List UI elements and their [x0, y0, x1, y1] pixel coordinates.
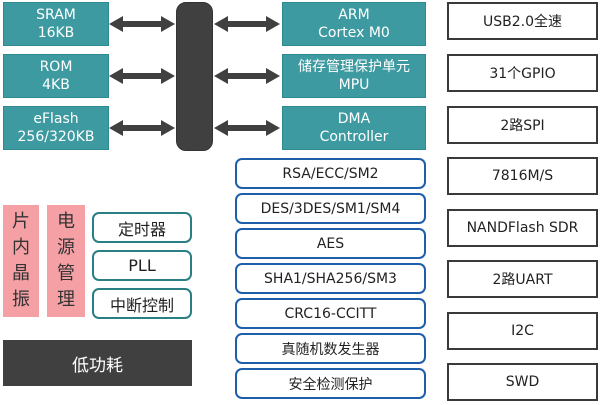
security-crc16: CRC16-CCITT — [235, 298, 426, 329]
peripheral-label: NANDFlash SDR — [466, 220, 579, 236]
sram-block: SRAM 16KB — [3, 2, 109, 46]
dma-block: DMA Controller — [282, 106, 426, 150]
pll-label: PLL — [128, 256, 156, 275]
mpu-label: MPU — [338, 77, 370, 93]
peripheral-label: USB2.0全速 — [482, 14, 562, 30]
pll-block: PLL — [92, 250, 192, 281]
security-label: RSA/ECC/SM2 — [282, 165, 379, 182]
peripheral-uart: 2路UART — [447, 260, 598, 298]
peripheral-7816: 7816M/S — [447, 157, 598, 195]
low-power-block: 低功耗 — [3, 340, 192, 386]
power-char: 管 — [57, 263, 75, 284]
eflash-block: eFlash 256/320KB — [3, 106, 109, 150]
security-label: CRC16-CCITT — [284, 305, 377, 322]
oscillator-block: 片 内 晶 振 — [3, 205, 39, 317]
power-char: 理 — [57, 289, 75, 310]
arm-label: ARM — [338, 7, 370, 23]
security-label: 安全检测保护 — [288, 376, 373, 393]
arrow-bus-mpu — [214, 68, 280, 84]
eflash-label: eFlash — [33, 111, 79, 127]
security-label: 真随机数发生器 — [281, 341, 380, 358]
interrupt-label: 中断控制 — [109, 295, 174, 315]
peripheral-label: 7816M/S — [491, 168, 554, 184]
security-label: AES — [316, 235, 345, 252]
peripheral-gpio: 31个GPIO — [447, 54, 598, 92]
security-trng: 真随机数发生器 — [235, 333, 426, 364]
arm-cortex-block: ARM Cortex M0 — [282, 2, 426, 46]
low-power-label: 低功耗 — [72, 355, 123, 376]
peripheral-label: 2路SPI — [500, 118, 545, 134]
system-bus — [176, 2, 213, 151]
rom-size: 4KB — [42, 77, 70, 93]
peripheral-label: 2路UART — [492, 272, 553, 288]
power-char: 源 — [57, 237, 75, 258]
mpu-cn-label: 储存管理保护单元 — [298, 59, 410, 75]
arrow-rom-bus — [109, 68, 175, 84]
peripheral-i2c: I2C — [447, 312, 598, 350]
controller-label: Controller — [319, 129, 389, 145]
oscillator-char: 晶 — [12, 263, 30, 284]
peripheral-label: 31个GPIO — [489, 66, 556, 82]
arrow-bus-dma — [214, 120, 280, 136]
sram-size: 16KB — [37, 25, 75, 41]
cortex-label: Cortex M0 — [318, 25, 390, 41]
peripheral-usb: USB2.0全速 — [447, 2, 598, 40]
eflash-size: 256/320KB — [17, 129, 95, 145]
security-label: DES/3DES/SM1/SM4 — [260, 200, 401, 217]
peripheral-label: SWD — [505, 374, 540, 390]
power-management-block: 电 源 管 理 — [47, 205, 85, 317]
power-char: 电 — [57, 211, 75, 232]
rom-label: ROM — [39, 59, 73, 75]
security-detection: 安全检测保护 — [235, 368, 426, 399]
security-label: SHA1/SHA256/SM3 — [264, 270, 397, 287]
rom-block: ROM 4KB — [3, 54, 109, 98]
security-des-sm1-sm4: DES/3DES/SM1/SM4 — [235, 193, 426, 224]
timer-block: 定时器 — [92, 212, 192, 243]
oscillator-char: 内 — [12, 237, 30, 258]
interrupt-controller-block: 中断控制 — [92, 288, 192, 319]
mpu-block: 储存管理保护单元 MPU — [282, 54, 426, 98]
timer-label: 定时器 — [117, 219, 166, 239]
dma-label: DMA — [337, 111, 371, 127]
peripheral-spi: 2路SPI — [447, 106, 598, 144]
security-aes: AES — [235, 228, 426, 259]
security-rsa-ecc-sm2: RSA/ECC/SM2 — [235, 158, 426, 189]
arrow-sram-bus — [109, 16, 175, 32]
peripheral-nandflash: NANDFlash SDR — [447, 209, 598, 247]
security-sha-sm3: SHA1/SHA256/SM3 — [235, 263, 426, 294]
peripheral-swd: SWD — [447, 363, 598, 401]
sram-label: SRAM — [36, 7, 76, 23]
arrow-eflash-bus — [109, 120, 175, 136]
arrow-bus-arm — [214, 16, 280, 32]
peripheral-label: I2C — [511, 323, 534, 339]
oscillator-char: 片 — [12, 211, 30, 232]
oscillator-char: 振 — [12, 289, 30, 310]
